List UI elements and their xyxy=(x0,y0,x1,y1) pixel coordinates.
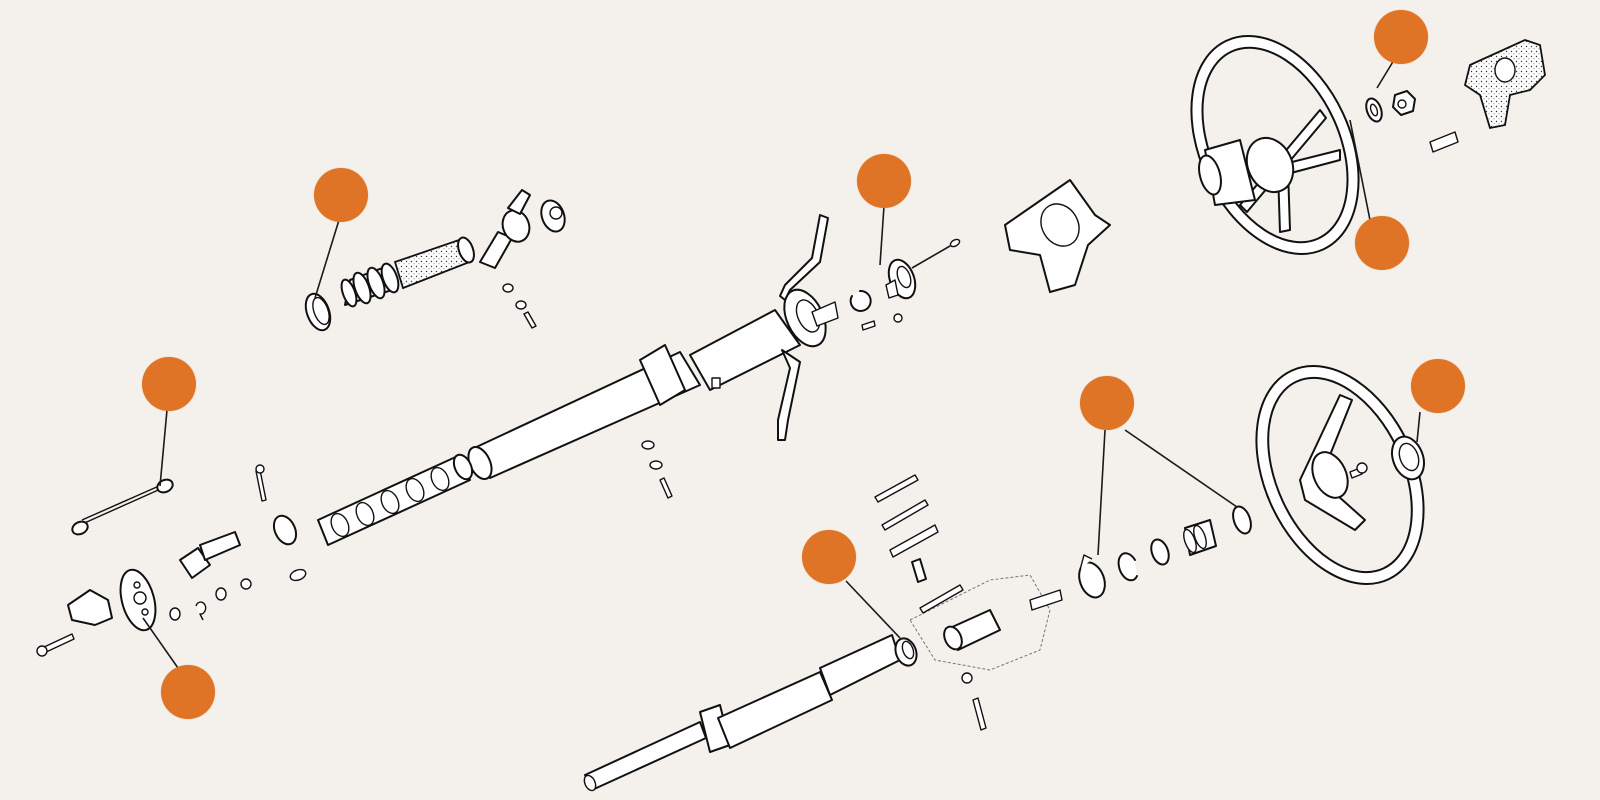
horn-slip-ring-part xyxy=(885,238,961,300)
steering-wheel-boss-cover-part xyxy=(1004,179,1111,293)
hotspot-flexible-coupling[interactable]: flexible coupling disc xyxy=(161,665,215,719)
hotspot-wheel-washer[interactable]: steering wheel washer xyxy=(1355,216,1409,270)
upper-steering-column-part xyxy=(467,288,839,480)
hotspot-horn-slip-ring[interactable]: horn slip ring / contact plate xyxy=(857,154,911,208)
upper-column-bush-part xyxy=(304,292,332,332)
earth-strap-part xyxy=(71,478,174,536)
column-fixings-part xyxy=(641,289,903,499)
flexible-coupling-part xyxy=(36,568,252,657)
wheel-nut-washer-part xyxy=(1365,90,1459,153)
hotspot-wheel-nut[interactable]: steering wheel nut xyxy=(1374,10,1428,64)
leader-lines xyxy=(142,59,1421,669)
four-spoke-steering-wheel-part xyxy=(1190,35,1360,255)
lock-plates-part xyxy=(874,474,987,731)
column-clamp-bracket-part xyxy=(479,189,566,329)
horn-push-button-part xyxy=(1391,435,1425,481)
hotspot-earth-strap[interactable]: earth strap xyxy=(142,357,196,411)
hotspot-springs-circlip[interactable]: circlip and springs xyxy=(1080,376,1134,430)
lower-column-part xyxy=(583,634,918,792)
hotspot-horn-push[interactable]: horn push button xyxy=(1411,359,1465,413)
universal-joint-part xyxy=(179,464,307,582)
hotspot-upper-bush[interactable]: upper column bush xyxy=(314,168,368,222)
indicator-stalk-part xyxy=(777,214,829,441)
circlip-springs-part xyxy=(1078,505,1252,599)
four-spoke-horn-pad-part xyxy=(1463,39,1546,130)
energy-absorber-shaft-part xyxy=(317,453,474,546)
steering-lock-housing-part xyxy=(909,574,1063,671)
column-gaiter-part xyxy=(340,236,475,308)
hotspot-lower-bush[interactable]: lower column bush xyxy=(802,530,856,584)
three-spoke-steering-wheel-part xyxy=(1255,365,1425,585)
